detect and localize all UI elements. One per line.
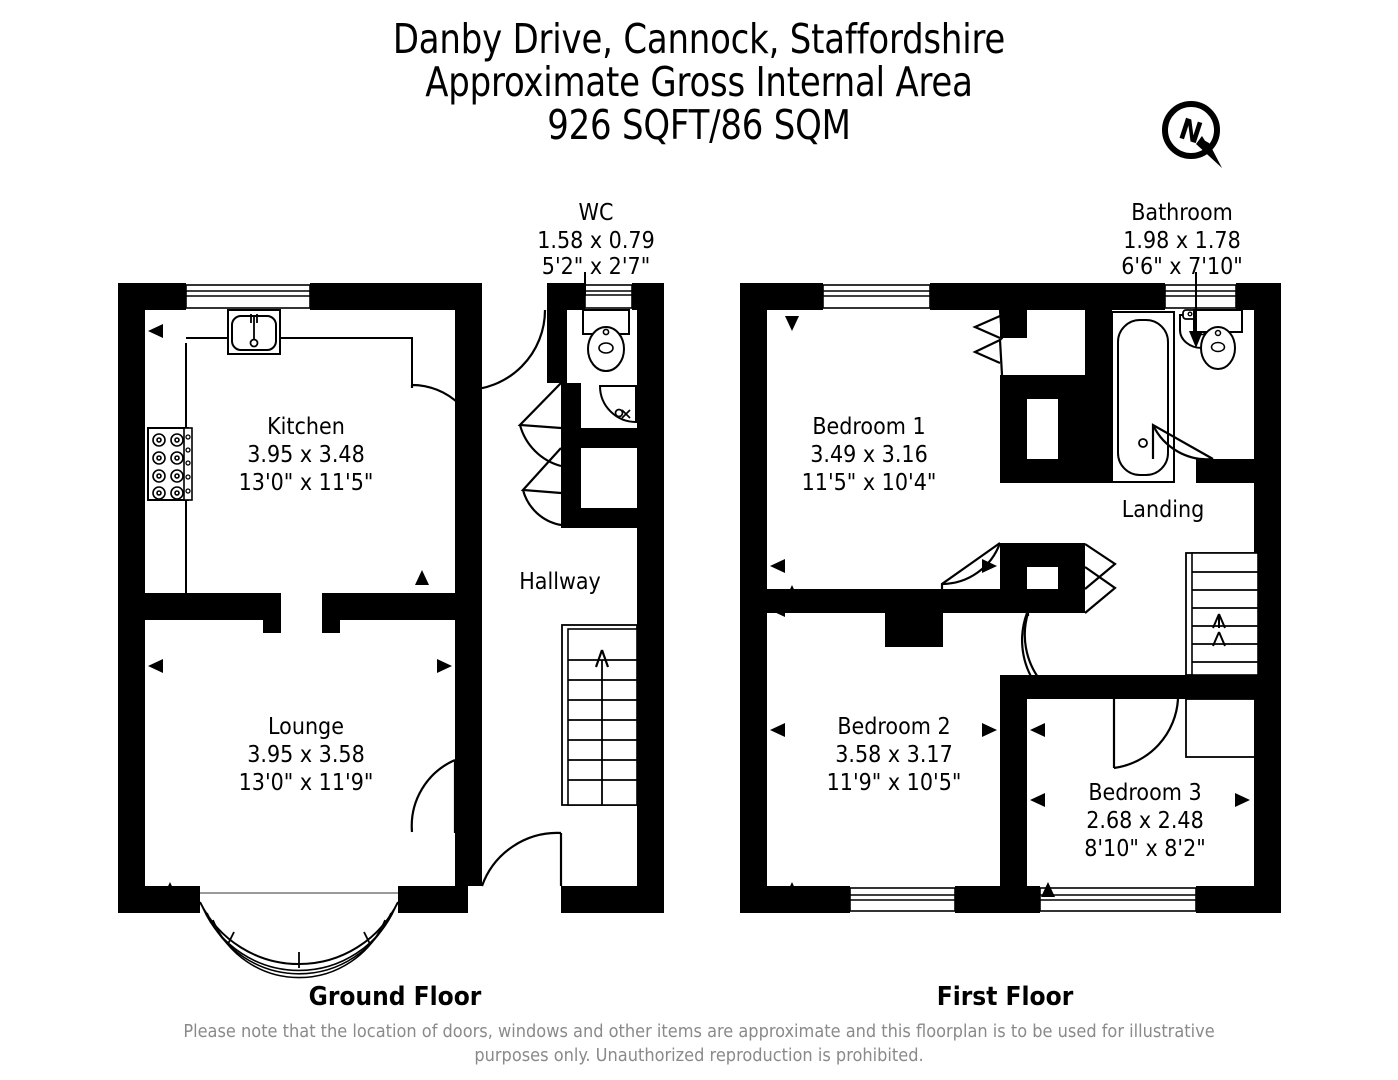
disclaimer-line-1: Please note that the location of doors, … xyxy=(183,1021,1215,1042)
bedroom1-imperial: 11'5" x 10'4" xyxy=(802,470,937,496)
bedroom1-label: Bedroom 1 xyxy=(812,414,925,440)
bedroom2-metric: 3.58 x 3.17 xyxy=(835,742,953,768)
hallway-label: Hallway xyxy=(519,569,601,595)
wc-imperial: 5'2" x 2'7" xyxy=(542,254,650,280)
first-floor-stairs xyxy=(1185,552,1259,758)
bedroom3-imperial: 8'10" x 8'2" xyxy=(1084,836,1206,862)
bathroom-label: Bathroom xyxy=(1131,200,1233,226)
lounge-bay-window xyxy=(199,892,399,979)
compass-north-icon: N xyxy=(1162,101,1222,168)
landing-label: Landing xyxy=(1122,497,1204,523)
ground-floor-dimension-arrows xyxy=(148,324,452,897)
wc-label: WC xyxy=(579,200,614,226)
bedroom2-imperial: 11'9" x 10'5" xyxy=(827,770,962,796)
ground-floor-walls xyxy=(118,283,664,913)
title-area-label: Approximate Gross Internal Area xyxy=(425,58,973,107)
first-floor-doors xyxy=(940,309,1214,770)
bathroom-fittings xyxy=(1111,309,1243,483)
wc-metric: 1.58 x 0.79 xyxy=(537,228,655,254)
bathroom-imperial: 6'6" x 7'10" xyxy=(1121,254,1243,280)
kitchen-label: Kitchen xyxy=(267,414,345,440)
ground-floor-windows xyxy=(185,284,633,309)
first-floor-walls xyxy=(740,283,1281,913)
title-address: Danby Drive, Cannock, Staffordshire xyxy=(392,15,1006,63)
title-area-value: 926 SQFT/86 SQM xyxy=(547,101,851,150)
page-title: Danby Drive, Cannock, Staffordshire Appr… xyxy=(0,15,1398,150)
ground-floor-doors xyxy=(410,309,563,887)
bathroom-label-leader xyxy=(1189,272,1203,348)
kitchen-imperial: 13'0" x 11'5" xyxy=(239,470,374,496)
first-floor-caption: First Floor xyxy=(936,982,1074,1012)
bedroom3-metric: 2.68 x 2.48 xyxy=(1086,808,1204,834)
ground-floor-stairs xyxy=(561,624,638,806)
ground-floor-caption: Ground Floor xyxy=(308,982,482,1012)
ground-floor-plan: WC 1.58 x 0.79 5'2" x 2'7" Kitchen 3.95 … xyxy=(118,200,664,979)
first-floor-dimension-arrows xyxy=(770,316,1250,897)
bedroom3-label: Bedroom 3 xyxy=(1088,780,1201,806)
disclaimer: Please note that the location of doors, … xyxy=(0,1020,1398,1069)
kitchen-fittings xyxy=(147,309,413,593)
lounge-metric: 3.95 x 3.58 xyxy=(247,742,365,768)
first-floor-windows xyxy=(822,284,1237,912)
bedroom2-label: Bedroom 2 xyxy=(837,714,950,740)
disclaimer-line-2: purposes only. Unauthorized reproduction… xyxy=(474,1045,924,1067)
lounge-label: Lounge xyxy=(268,714,344,740)
lounge-imperial: 13'0" x 11'9" xyxy=(239,770,374,796)
kitchen-metric: 3.95 x 3.48 xyxy=(247,442,365,468)
bedroom1-metric: 3.49 x 3.16 xyxy=(810,442,928,468)
bathroom-metric: 1.98 x 1.78 xyxy=(1123,228,1241,254)
wc-fittings xyxy=(582,309,637,424)
first-floor-plan: Bathroom 1.98 x 1.78 6'6" x 7'10" Bedroo… xyxy=(740,200,1281,913)
